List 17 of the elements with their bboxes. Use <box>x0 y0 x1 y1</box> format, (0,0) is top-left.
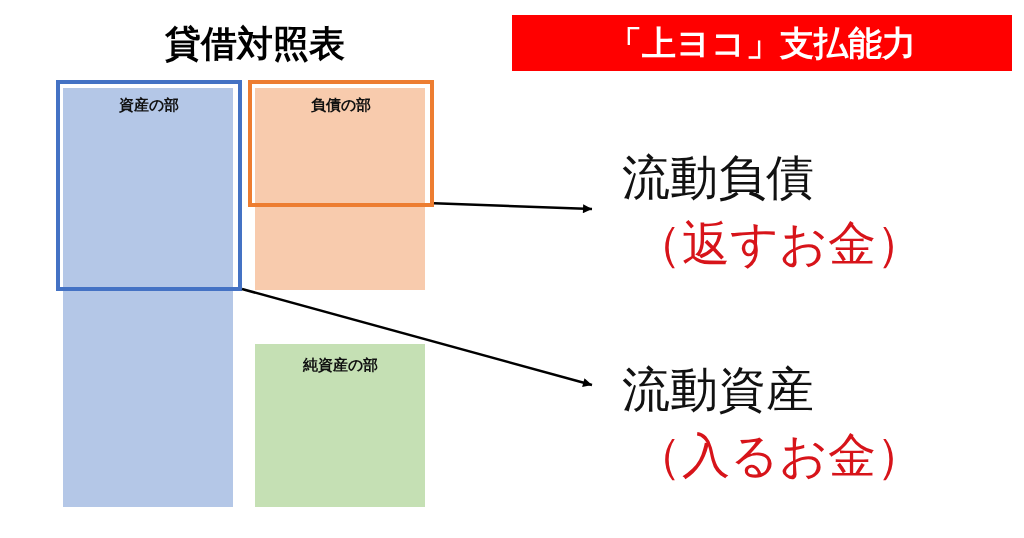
sheet-title: 貸借対照表 <box>164 22 346 66</box>
banner-title: 「上ヨコ」支払能力 <box>607 22 917 65</box>
callout-heading: 流動資産 <box>622 360 814 418</box>
section-label: 純資産の部 <box>302 355 378 375</box>
arrow <box>241 287 593 387</box>
callout-heading: 流動負債 <box>622 148 814 206</box>
callout-note: （返すお金） <box>634 214 924 272</box>
assets-column <box>63 88 233 507</box>
liabilities-column <box>255 88 425 290</box>
section-label: 負債の部 <box>311 95 371 115</box>
net-assets-column <box>255 344 425 507</box>
section-label: 資産の部 <box>119 95 179 115</box>
highlight-frame <box>248 80 434 207</box>
title-banner <box>512 15 1012 71</box>
callout-note: （入るお金） <box>634 426 924 484</box>
arrow <box>433 201 593 214</box>
highlight-frame <box>56 80 242 291</box>
